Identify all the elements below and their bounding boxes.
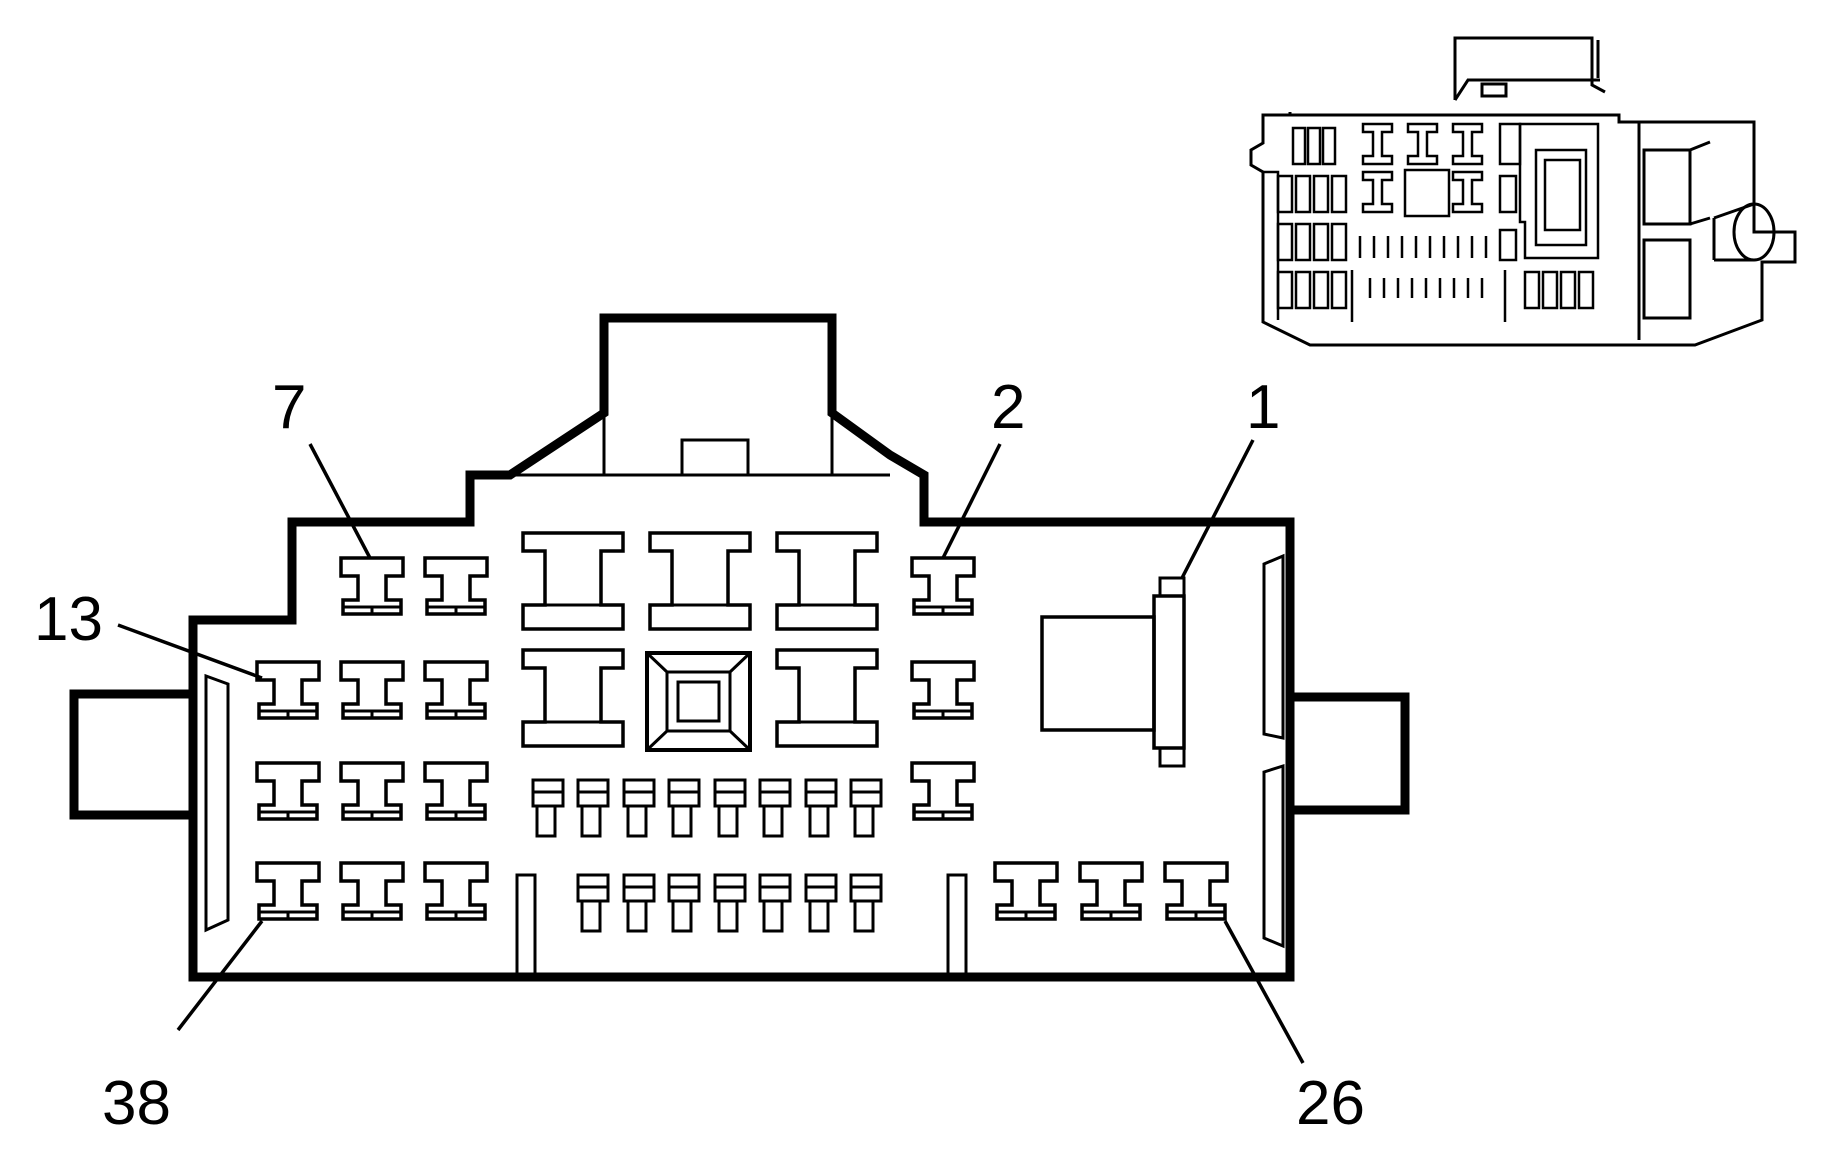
callout-2: 2 — [991, 373, 1025, 442]
callout-1: 1 — [1246, 373, 1280, 442]
callout-7: 7 — [272, 373, 306, 442]
leader-lines — [117, 439, 1305, 1064]
right-mounting-tab — [1262, 553, 1410, 949]
center-key — [645, 651, 752, 752]
connector-isometric-view — [1249, 36, 1797, 347]
connector-housing — [188, 313, 1295, 982]
left-mounting-tab — [69, 673, 230, 933]
terminal-cavities — [255, 556, 1229, 921]
large-cavities — [521, 531, 879, 748]
callout-13: 13 — [34, 585, 103, 654]
small-pin-cavities — [531, 778, 883, 933]
callout-26: 26 — [1296, 1069, 1365, 1138]
callout-38: 38 — [102, 1069, 171, 1138]
locking-block — [1040, 576, 1186, 768]
